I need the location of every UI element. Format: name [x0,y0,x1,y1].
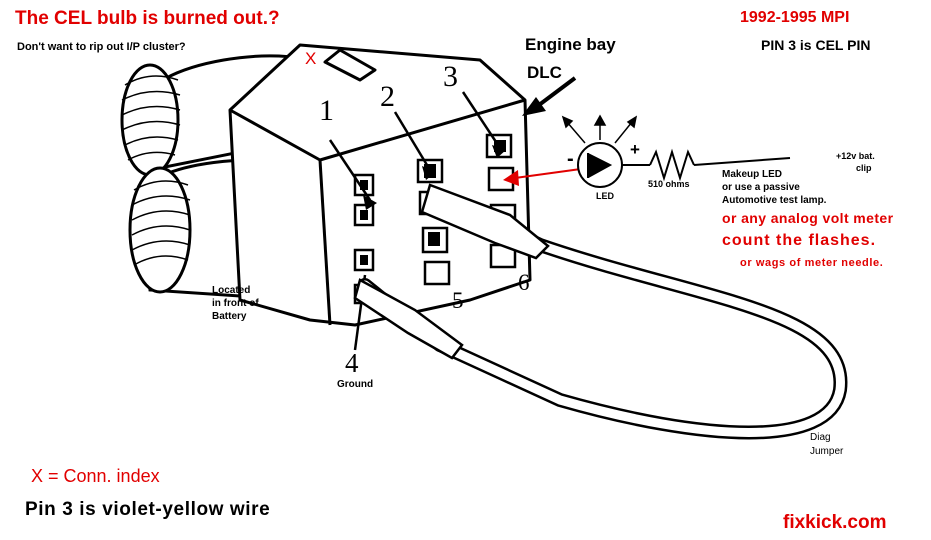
count-flashes-note: count the flashes. [722,232,877,249]
location-line1: Located [212,285,251,296]
led-label: LED [596,191,614,201]
diag-jumper-line1: Diag [810,432,831,443]
battery-label-line2: clip [856,163,872,173]
ground-label: Ground [337,379,374,390]
pin-1-label: 1 [319,94,334,127]
year-range-label: 1992-1995 MPI [740,9,850,26]
pin-leader-arrows [363,145,506,210]
resistor-label: 510 ohms [648,179,690,189]
led-light-rays [561,114,638,144]
pin-3-label: 3 [443,60,458,93]
battery-label-line1: +12v bat. [836,151,875,161]
pin-2-label: 2 [380,80,395,113]
dlc-label: DLC [527,63,562,82]
engine-bay-arrow [522,76,577,116]
diag-jumper-line2: Jumper [810,446,844,457]
pin-6-label: 6 [518,270,530,295]
location-line2: in front of [212,298,259,309]
led-circuit [514,142,791,188]
engine-bay-label: Engine bay [525,35,616,54]
wire-color-note: Pin 3 is violet-yellow wire [25,499,271,520]
site-watermark: fixkick.com [783,512,887,533]
meter-needle-note: or wags of meter needle. [740,257,884,269]
connector-body [228,43,532,327]
cel-pin-label: PIN 3 is CEL PIN [761,37,871,53]
makeup-led-line2: or use a passive [722,182,800,193]
makeup-led-line3: Automotive test lamp. [722,195,827,206]
voltmeter-note: or any analog volt meter [722,210,894,226]
jumper-boots [353,183,550,360]
led-plus-sign: + [630,140,640,159]
pin-5-label: 5 [452,288,464,313]
led-minus-sign: - [567,148,574,170]
latch-tab [323,48,377,82]
location-line3: Battery [212,311,247,322]
connector-index-legend: X = Conn. index [31,466,160,486]
title: The CEL bulb is burned out.? [15,8,280,29]
plug-ribs [121,75,191,266]
pin-4-label: 4 [345,348,359,378]
subtitle: Don't want to rip out I/P cluster? [17,41,186,53]
makeup-led-line1: Makeup LED [722,169,783,180]
red-pin3-arrow [503,170,519,186]
connector-index-mark: X [305,49,317,68]
